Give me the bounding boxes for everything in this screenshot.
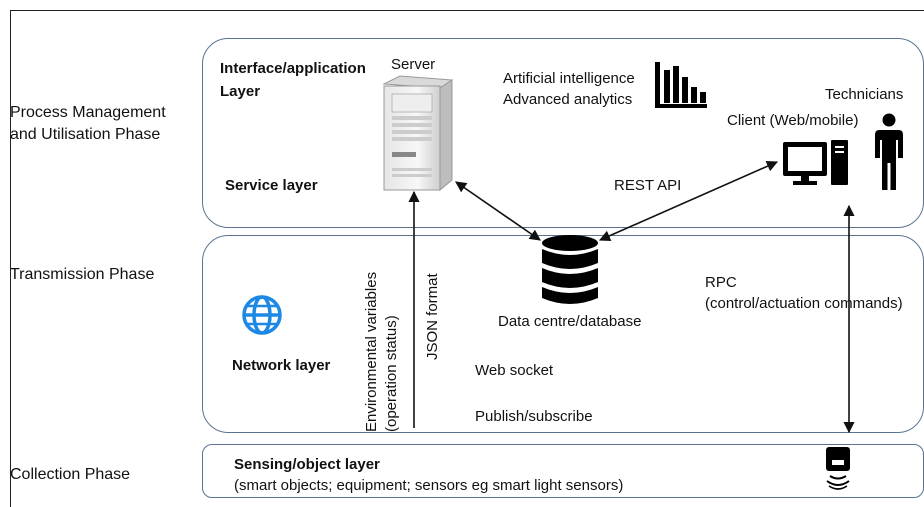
interface-layer-label: Interface/application Layer xyxy=(220,60,366,100)
data-centre-label: Data centre/database xyxy=(498,313,642,330)
globe-icon xyxy=(242,295,282,335)
web-socket-label: Web socket xyxy=(475,362,554,379)
connector-arrows xyxy=(408,160,855,434)
server-icon xyxy=(382,75,454,192)
database-icon xyxy=(542,235,598,304)
service-layer-label: Service layer xyxy=(225,177,318,194)
server-label: Server xyxy=(391,56,436,73)
person-icon xyxy=(875,113,903,190)
technicians-label: Technicians xyxy=(825,86,904,103)
collection-layer-box xyxy=(202,444,924,498)
sensing-description: (smart objects; equipment; sensors eg sm… xyxy=(234,477,624,494)
network-layer-label: Network layer xyxy=(232,357,331,374)
process-layer-box xyxy=(202,38,924,228)
diagram-frame xyxy=(10,10,924,507)
sensor-icon xyxy=(826,447,850,490)
phase-collection-label: Collection Phase xyxy=(10,466,131,483)
bar-chart-icon xyxy=(655,62,707,108)
phase-process-label: Process Management and Utilisation Phase xyxy=(10,104,166,143)
database-client-arrow xyxy=(598,160,779,242)
phase-transmission-label: Transmission Phase xyxy=(10,266,155,283)
ai-analytics-label: Artificial intelligence Advanced analyti… xyxy=(503,70,635,108)
computer-icon xyxy=(783,140,848,185)
publish-subscribe-label: Publish/subscribe xyxy=(475,408,593,425)
server-database-arrow xyxy=(455,181,541,241)
sensing-layer-label: Sensing/object layer xyxy=(234,456,380,473)
client-label: Client (Web/mobile) xyxy=(727,112,859,129)
